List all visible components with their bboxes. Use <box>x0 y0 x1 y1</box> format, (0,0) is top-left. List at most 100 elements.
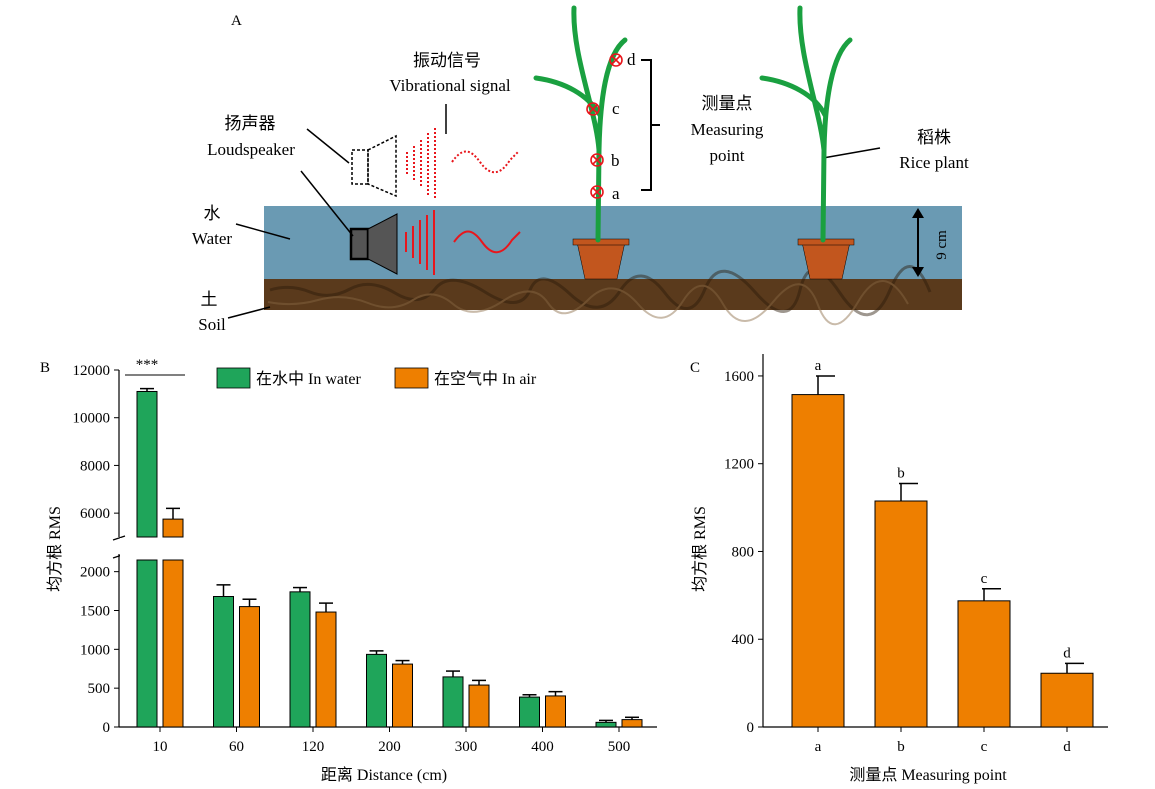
y-tick-label: 800 <box>732 544 755 560</box>
bar-water-200 <box>366 653 387 728</box>
sound-waves-air <box>406 128 436 200</box>
vibrational-signal-label: 振动信号 <box>413 51 481 70</box>
x-tick-label: d <box>1063 739 1071 755</box>
y-tick-label: 1600 <box>724 369 754 385</box>
y-tick-label: 1500 <box>80 603 110 619</box>
bar-air-500 <box>621 719 643 728</box>
y-tick-label: 2000 <box>80 565 110 581</box>
depth-label: 9 cm <box>934 230 950 260</box>
bar-air-10 <box>162 559 184 728</box>
axis-break-gap <box>120 538 210 559</box>
measuring-bracket <box>641 59 660 191</box>
axis-break-mark <box>112 535 126 541</box>
bar-air-400 <box>545 695 566 728</box>
x-tick-label: 10 <box>153 739 168 755</box>
vibrational-signal-en-label: Vibrational signal <box>389 76 511 95</box>
point-b-label: b <box>611 151 620 170</box>
bar-point-c <box>957 600 1011 728</box>
x-tick-label: 60 <box>229 739 244 755</box>
x-tick-label: 200 <box>378 739 401 755</box>
soil-texture <box>267 265 932 326</box>
group-letter-label: d <box>1063 645 1071 661</box>
depth-indicator: 9 cm <box>912 208 950 277</box>
bar-point-b <box>874 500 928 728</box>
measuring-point-markers <box>586 53 623 199</box>
rice-plant-measured <box>533 5 630 280</box>
x-tick-label: 120 <box>302 739 325 755</box>
panel-c-ticks: 0 400 800 1200 1600 a b c d <box>724 369 1071 755</box>
panel-c-y-axis-label: 均方根 RMS <box>691 506 709 592</box>
point-a-label: a <box>612 184 620 203</box>
water-en-label: Water <box>192 229 232 248</box>
panel-a: A 9 cm <box>192 5 969 334</box>
bar-water-10 <box>136 559 158 728</box>
y-tick-label: 0 <box>747 720 755 736</box>
y-tick-label: 1200 <box>724 457 754 473</box>
y-tick-label: 12000 <box>73 363 111 379</box>
bar-water-120 <box>289 591 311 728</box>
panel-b-label: B <box>40 360 50 376</box>
panel-c-bars: a b c d <box>791 358 1094 728</box>
group-letter-label: b <box>897 465 905 481</box>
x-tick-label: 300 <box>455 739 478 755</box>
bar-water-300 <box>442 676 464 728</box>
loudspeaker-en-label: Loudspeaker <box>207 140 295 159</box>
panel-b-bars <box>120 387 643 728</box>
panel-a-label: A <box>231 13 242 29</box>
measuring-point-en-label-1: Measuring <box>691 120 764 139</box>
point-d-label: d <box>627 50 636 69</box>
soil-label: 土 <box>201 290 218 309</box>
bar-water-500 <box>595 721 617 728</box>
loudspeaker-water-icon <box>349 213 398 275</box>
y-tick-label: 1000 <box>80 642 110 658</box>
soil-en-label: Soil <box>198 315 226 334</box>
water-label: 水 <box>204 204 221 223</box>
point-c-label: c <box>612 99 620 118</box>
panel-b-y-axis-label: 均方根 RMS <box>46 506 64 592</box>
panel-b-x-axis-label: 距离 Distance (cm) <box>321 766 447 784</box>
legend-label-water: 在水中 In water <box>256 370 362 388</box>
group-letter-label: c <box>981 571 988 587</box>
panel-b-legend: 在水中 In water 在空气中 In air <box>216 367 537 389</box>
y-tick-label: 10000 <box>73 411 111 427</box>
bar-air-120 <box>315 611 337 728</box>
vibrational-wave-water <box>453 230 521 254</box>
bar-water-60 <box>213 596 234 728</box>
y-tick-label: 8000 <box>80 458 110 474</box>
leader-lines <box>227 104 881 319</box>
rice-plant-label: 稻株 <box>917 128 951 147</box>
bar-air-200 <box>392 663 413 728</box>
measuring-point-en-label-2: point <box>710 146 745 165</box>
legend-swatch-water <box>216 367 251 389</box>
bar-point-a <box>791 394 845 728</box>
loudspeaker-label: 扬声器 <box>225 114 276 133</box>
y-tick-label: 500 <box>88 681 111 697</box>
bar-water-400 <box>519 696 540 728</box>
measuring-point-label: 测量点 <box>702 94 753 113</box>
significance-label: *** <box>136 357 159 373</box>
bar-air-10-upper <box>162 518 184 538</box>
panel-c-label: C <box>690 360 700 376</box>
x-tick-label: 500 <box>608 739 631 755</box>
bar-air-60 <box>239 606 260 728</box>
sound-waves-water <box>405 210 435 275</box>
x-tick-label: 400 <box>531 739 554 755</box>
panel-b-axes <box>112 370 657 728</box>
y-tick-label: 400 <box>732 632 755 648</box>
vibrational-wave-air <box>451 150 519 174</box>
panel-c-x-axis-label: 测量点 Measuring point <box>849 766 1007 784</box>
loudspeaker-air-icon <box>351 134 397 198</box>
y-tick-label: 0 <box>103 720 111 736</box>
x-tick-label: b <box>897 739 905 755</box>
legend-label-air: 在空气中 In air <box>434 370 537 388</box>
soil-layer <box>264 279 962 310</box>
group-letter-label: a <box>815 358 822 374</box>
x-tick-label: c <box>981 739 988 755</box>
legend-swatch-air <box>394 367 429 389</box>
x-tick-label: a <box>815 739 822 755</box>
bar-water-10-upper <box>136 390 158 538</box>
panel-c: C a b c d 0 400 800 1200 1600 a b c d 均方根 RMS 测量点 M… <box>690 354 1108 784</box>
